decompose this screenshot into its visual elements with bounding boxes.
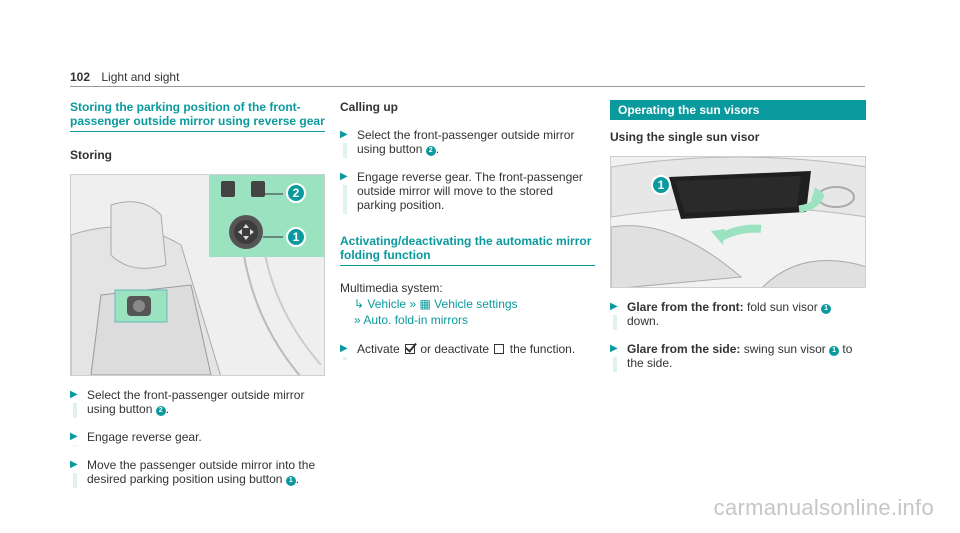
menu-vehicle: Vehicle (367, 297, 407, 311)
storing-section-title: Storing the parking position of the fron… (70, 100, 325, 132)
menu-auto-fold: Auto. fold-in mirrors (363, 313, 469, 327)
door-mirror-buttons-illustration: 2 1 (70, 174, 325, 376)
menu-vehicle-settings: Vehicle settings (434, 297, 518, 311)
step-arrow-icon: ▶ (340, 129, 348, 140)
step-glare-side: ▶ Glare from the side: swing sun visor 1… (610, 342, 853, 372)
callout-badge: 2 (425, 146, 436, 156)
callout-2: 2 (286, 183, 306, 203)
step-glare-front: ▶ Glare from the front: fold sun visor 1… (610, 300, 866, 330)
multimedia-path: Multimedia system: ↳ Vehicle » ▦ Vehicle… (340, 280, 595, 328)
header-rule (70, 86, 865, 87)
multimedia-label: Multimedia system: (340, 281, 443, 295)
watermark: carmanualsonline.info (713, 495, 934, 520)
step-arrow-icon: ▶ (610, 343, 618, 354)
double-chevron-icon: » (409, 297, 417, 311)
step-select-mirror: ▶ Select the front-passenger outside mir… (70, 388, 305, 418)
column-calling-up: Calling up ▶ Select the front-passenger … (340, 100, 595, 360)
step-engage-reverse-2: ▶ Engage reverse gear. The front-passeng… (340, 170, 583, 214)
storing-subheading: Storing (70, 148, 112, 162)
column-storing: Storing the parking position of the fron… (70, 100, 325, 488)
windshield-drawing (611, 157, 865, 287)
menu-path-line2: » Auto. fold-in mirrors (340, 312, 595, 328)
step-arrow-icon: ▶ (610, 301, 618, 312)
step-engage-reverse: ▶ Engage reverse gear. (70, 430, 202, 446)
callout-badge: 1 (821, 304, 832, 314)
unchecked-box-icon (494, 344, 505, 354)
settings-car-icon: ▦ (419, 297, 431, 311)
step-arrow-icon: ▶ (70, 431, 78, 442)
step-select-mirror-2: ▶ Select the front-passenger outside mir… (340, 128, 575, 158)
step-arrow-icon: ▶ (70, 389, 78, 400)
auto-fold-section-title: Activating/deactivating the automatic mi… (340, 234, 595, 266)
page-number: 102 (70, 70, 91, 84)
menu-path-line1: ↳ Vehicle » ▦ Vehicle settings (340, 296, 595, 312)
column-sun-visors: Operating the sun visors Using the singl… (610, 100, 866, 372)
callout-1: 1 (286, 227, 306, 247)
enter-arrow-icon: ↳ (354, 297, 365, 311)
step-arrow-icon: ▶ (70, 459, 78, 470)
section-title: Light and sight (101, 70, 180, 84)
door-panel-drawing (71, 175, 324, 375)
step-arrow-icon: ▶ (340, 171, 348, 182)
callout-badge: 1 (285, 476, 296, 486)
sun-visor-illustration: 1 (610, 156, 866, 288)
step-arrow-icon: ▶ (340, 343, 348, 354)
page-header: 102 Light and sight (70, 70, 179, 84)
callout-badge: 1 (829, 346, 840, 356)
sun-visors-title-bar: Operating the sun visors (610, 100, 866, 120)
sun-visor-subheading: Using the single sun visor (610, 130, 760, 144)
callout-badge: 2 (155, 406, 166, 416)
step-move-mirror: ▶ Move the passenger outside mirror into… (70, 458, 316, 488)
double-chevron-icon: » (354, 313, 361, 327)
callout-1: 1 (651, 175, 671, 195)
calling-up-heading: Calling up (340, 100, 398, 114)
checked-box-icon (405, 344, 416, 354)
step-activate: ▶ Activate or deactivate the function. (340, 342, 595, 360)
